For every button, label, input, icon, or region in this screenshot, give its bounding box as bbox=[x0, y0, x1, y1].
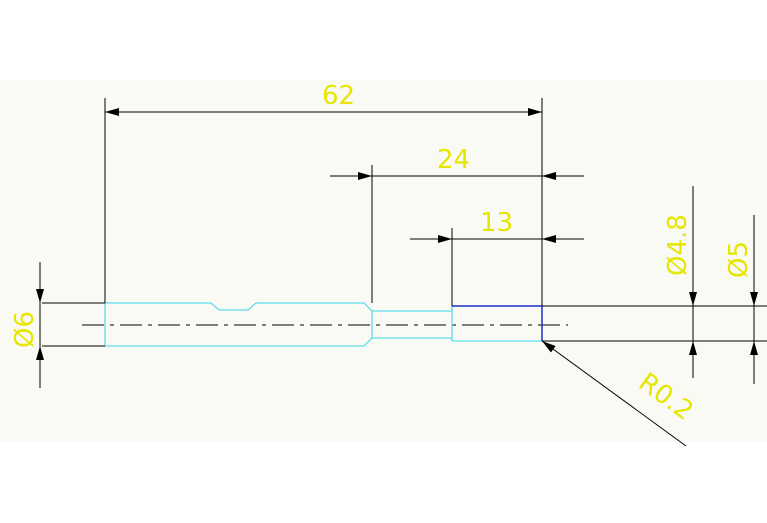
dim-text-24: 24 bbox=[437, 145, 470, 175]
dim-text-dia4-8: Ø4.8 bbox=[663, 214, 693, 276]
dim-text-13: 13 bbox=[480, 208, 513, 238]
shaft-blue-edges bbox=[452, 305, 543, 341]
extension-lines bbox=[42, 98, 767, 347]
shaft-outline bbox=[104, 302, 542, 347]
radius-leader bbox=[541, 340, 687, 447]
drawing-area bbox=[0, 80, 767, 442]
dim-text-dia5: Ø5 bbox=[724, 241, 754, 278]
dim-text-dia6: Ø6 bbox=[10, 311, 40, 348]
dim-text-62: 62 bbox=[322, 81, 355, 111]
